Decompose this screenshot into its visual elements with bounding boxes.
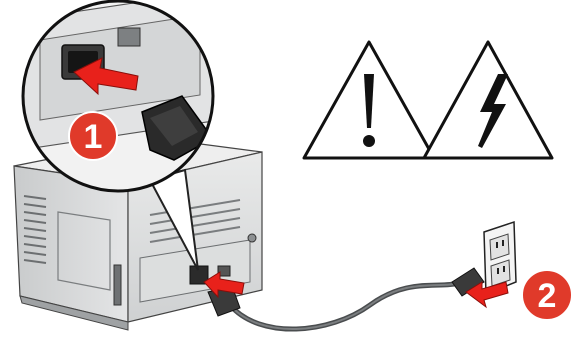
step-2-number: 2 [538,277,557,315]
electrical-hazard-icon [424,42,552,158]
step-1-number: 1 [84,118,103,156]
exclamation-warning-icon [304,42,434,158]
step-1-badge: 1 [69,112,117,160]
step-2-badge: 2 [522,270,572,320]
wall-outlet-icon [484,222,516,294]
